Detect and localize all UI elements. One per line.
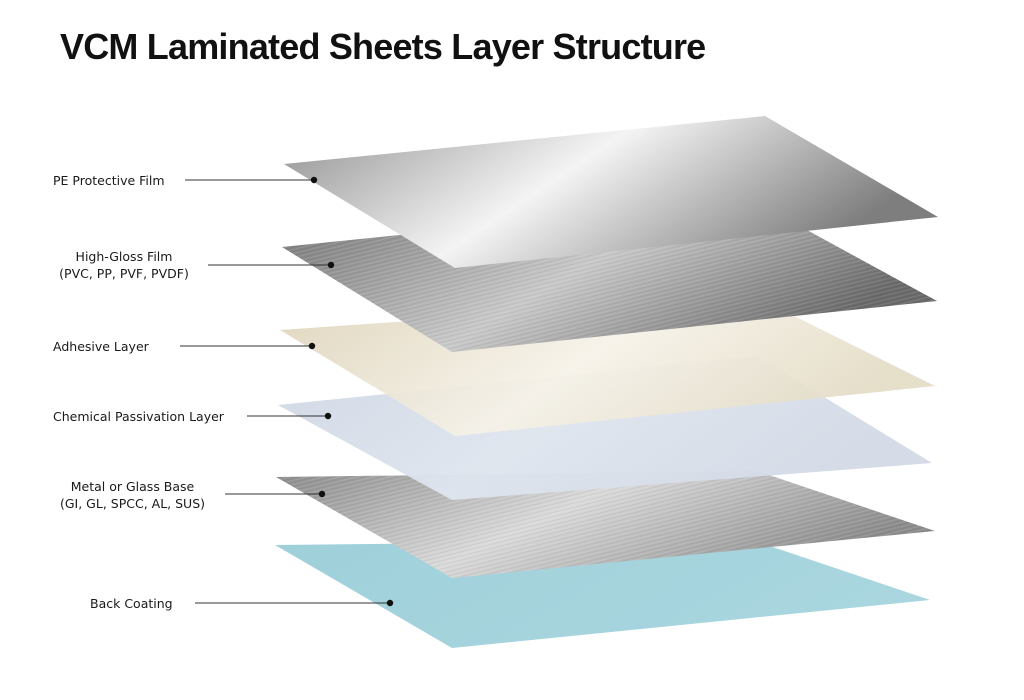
leader-metal (225, 490, 326, 498)
leader-gloss (208, 261, 335, 269)
label-adhesive-layer: Adhesive Layer (53, 339, 149, 354)
page-title: VCM Laminated Sheets Layer Structure (60, 26, 706, 67)
label-high-gloss-film: High-Gloss Film (PVC, PP, PVF, PVDF) (59, 249, 189, 281)
layer-pe-protective-film (284, 116, 938, 268)
leader-passivation (247, 412, 332, 420)
label-back-coating: Back Coating (90, 596, 173, 611)
label-chemical-passivation-layer: Chemical Passivation Layer (53, 409, 224, 424)
leader-back (195, 599, 394, 607)
leader-pe (185, 176, 318, 184)
leader-adhesive (180, 342, 316, 350)
label-metal-or-glass-base: Metal or Glass Base (GI, GL, SPCC, AL, S… (59, 479, 206, 511)
layer-metal-base (276, 471, 935, 578)
label-pe-protective-film: PE Protective Film (53, 173, 165, 188)
